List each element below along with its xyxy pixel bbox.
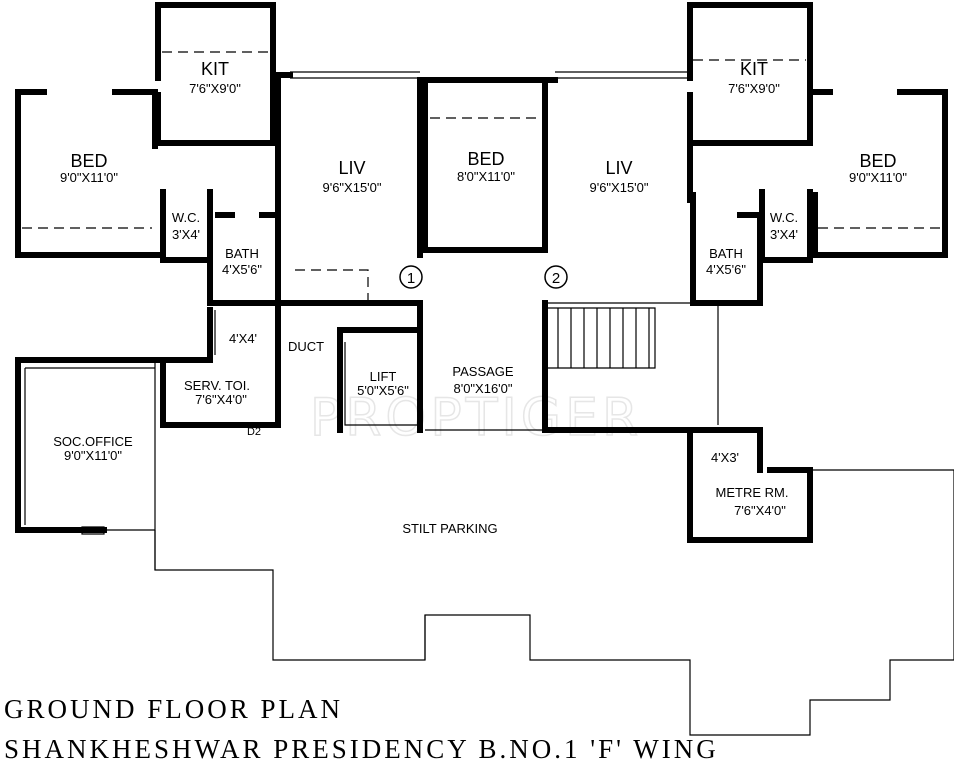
bed-center-name: BED	[467, 149, 504, 169]
wc-right-name: W.C.	[770, 210, 798, 225]
centre-walls	[422, 71, 760, 433]
d2-label: D2	[247, 426, 261, 438]
stair-treads	[557, 308, 650, 368]
lift-size: 5'0"X5'6"	[357, 383, 409, 398]
room-labels: KIT 7'6"X9'0" KIT 7'6"X9'0" BED 9'0"X11'…	[53, 59, 907, 536]
kit-right-name: KIT	[740, 59, 768, 79]
metre-rm-size: 7'6"X4'0"	[734, 503, 786, 518]
duct-name: DUCT	[288, 339, 324, 354]
kit-left-size: 7'6"X9'0"	[189, 81, 241, 96]
passage-name: PASSAGE	[452, 364, 514, 379]
serv-toi-name: SERV. TOI.	[184, 378, 250, 393]
wc-right-size: 3'X4'	[770, 227, 798, 242]
serv-toi-size: 7'6"X4'0"	[195, 392, 247, 407]
bath-left-name: BATH	[225, 246, 259, 261]
wc-left-size: 3'X4'	[172, 227, 200, 242]
wc-left-name: W.C.	[172, 210, 200, 225]
stilt-outline	[154, 360, 954, 736]
liv-right-size: 9'6"X15'0"	[589, 180, 648, 195]
liv-left-size: 9'6"X15'0"	[322, 180, 381, 195]
flat-marker-2: 2	[544, 265, 568, 289]
bath-right-name: BATH	[709, 246, 743, 261]
lift-name: LIFT	[370, 369, 397, 384]
svg-text:1: 1	[407, 270, 415, 287]
bed-right-size: 9'0"X11'0"	[849, 170, 907, 185]
stilt-parking-label: STILT PARKING	[402, 521, 497, 536]
left-flat-walls	[15, 2, 423, 535]
serv-small-size: 4'X4'	[229, 331, 257, 346]
flat-marker-1: 1	[399, 265, 423, 289]
soc-office-size: 9'0"X11'0"	[64, 448, 122, 463]
project-title: SHANKHESHWAR PRESIDENCY B.NO.1 'F' WING	[4, 734, 719, 764]
bed-center-size: 8'0"X11'0"	[457, 169, 515, 184]
metre-small-size: 4'X3'	[711, 450, 739, 465]
liv-left-name: LIV	[338, 158, 365, 178]
passage-size: 8'0"X16'0"	[453, 381, 512, 396]
liv-right-name: LIV	[605, 158, 632, 178]
kit-right-size: 7'6"X9'0"	[728, 81, 780, 96]
right-flat-walls	[687, 2, 948, 543]
soc-office-name: SOC.OFFICE	[53, 434, 133, 449]
metre-rm-name: METRE RM.	[716, 485, 789, 500]
bed-right-name: BED	[859, 151, 896, 171]
plan-title: GROUND FLOOR PLAN	[4, 694, 344, 724]
bed-left-size: 9'0"X11'0"	[60, 170, 118, 185]
svg-text:2: 2	[552, 270, 560, 287]
bed-left-name: BED	[70, 151, 107, 171]
watermark: PROPTIGER	[310, 388, 642, 448]
kit-left-name: KIT	[201, 59, 229, 79]
bath-left-size: 4'X5'6"	[222, 262, 262, 277]
bath-right-size: 4'X5'6"	[706, 262, 746, 277]
